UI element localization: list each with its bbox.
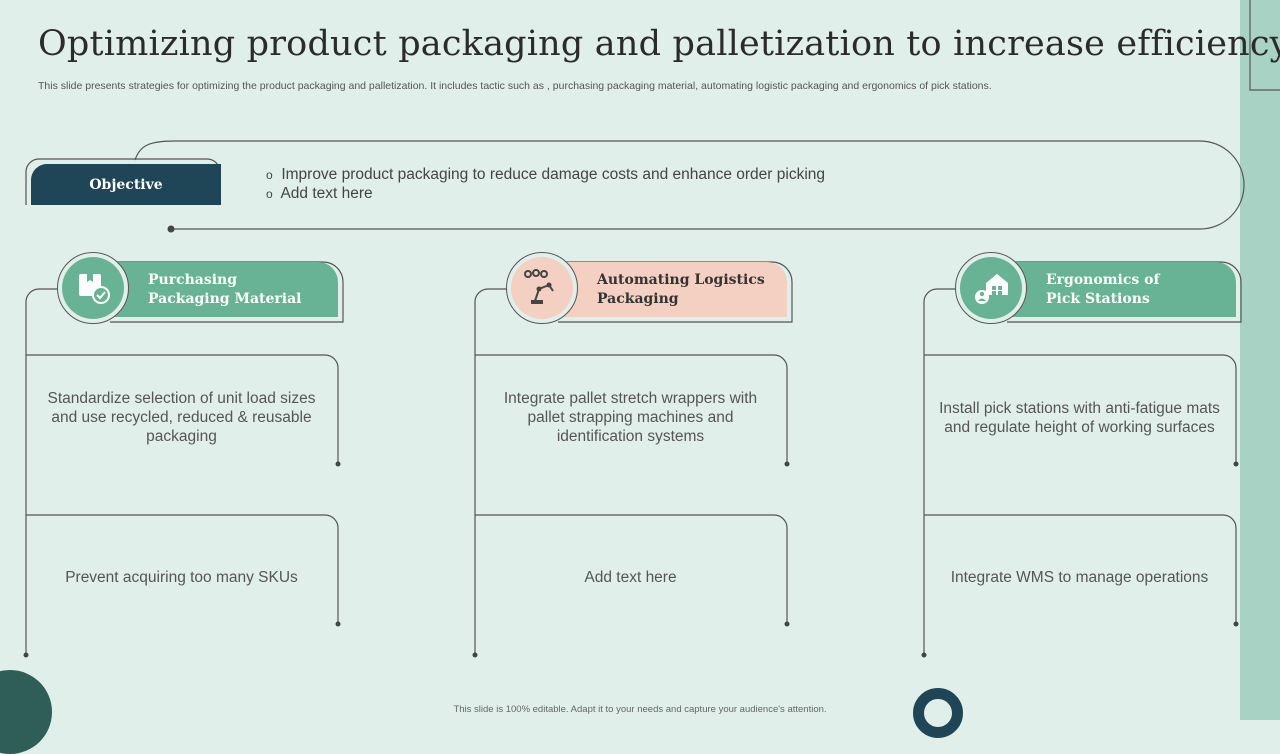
icon-circle xyxy=(506,252,578,324)
slide-title: Optimizing product packaging and palleti… xyxy=(38,24,1280,64)
strategy-cell: Integrate pallet stretch wrappers with p… xyxy=(503,390,758,445)
robot-arm-icon xyxy=(511,257,573,319)
footer-note: This slide is 100% editable. Adapt it to… xyxy=(453,704,827,715)
column-heading-text: Automating Logistics Packaging xyxy=(597,271,765,307)
column-heading-text: Ergonomics of Pick Stations xyxy=(1046,271,1160,307)
package-check-icon xyxy=(62,257,124,319)
bullet-marker: o xyxy=(266,187,273,201)
column-heading-automating: Automating Logistics Packaging xyxy=(547,262,787,317)
objective-item: o Add text here xyxy=(266,185,373,203)
column-heading-purchasing: Purchasing Packaging Material xyxy=(98,262,338,317)
objective-item-text: Add text here xyxy=(280,185,373,202)
icon-circle xyxy=(955,252,1027,324)
strategy-cell: Install pick stations with anti-fatigue … xyxy=(939,399,1220,436)
right-accent-strip xyxy=(1240,0,1280,720)
strategy-cell: Integrate WMS to manage operations xyxy=(950,569,1209,586)
strategy-cell: Prevent acquiring too many SKUs xyxy=(65,569,298,586)
column-heading-ergonomics: Ergonomics of Pick Stations xyxy=(996,262,1236,317)
slide-subtitle: This slide presents strategies for optim… xyxy=(38,80,992,92)
objective-item-text: Improve product packaging to reduce dama… xyxy=(281,166,826,183)
icon-circle xyxy=(57,252,129,324)
strategy-cell: Add text here xyxy=(584,569,677,586)
bullet-marker: o xyxy=(266,168,273,182)
objective-item: o Improve product packaging to reduce da… xyxy=(266,166,825,184)
strategy-cell: Standardize selection of unit load sizes… xyxy=(47,390,316,445)
objective-label: Objective xyxy=(31,164,221,205)
warehouse-icon xyxy=(960,257,1022,319)
column-heading-text: Purchasing Packaging Material xyxy=(148,271,302,307)
